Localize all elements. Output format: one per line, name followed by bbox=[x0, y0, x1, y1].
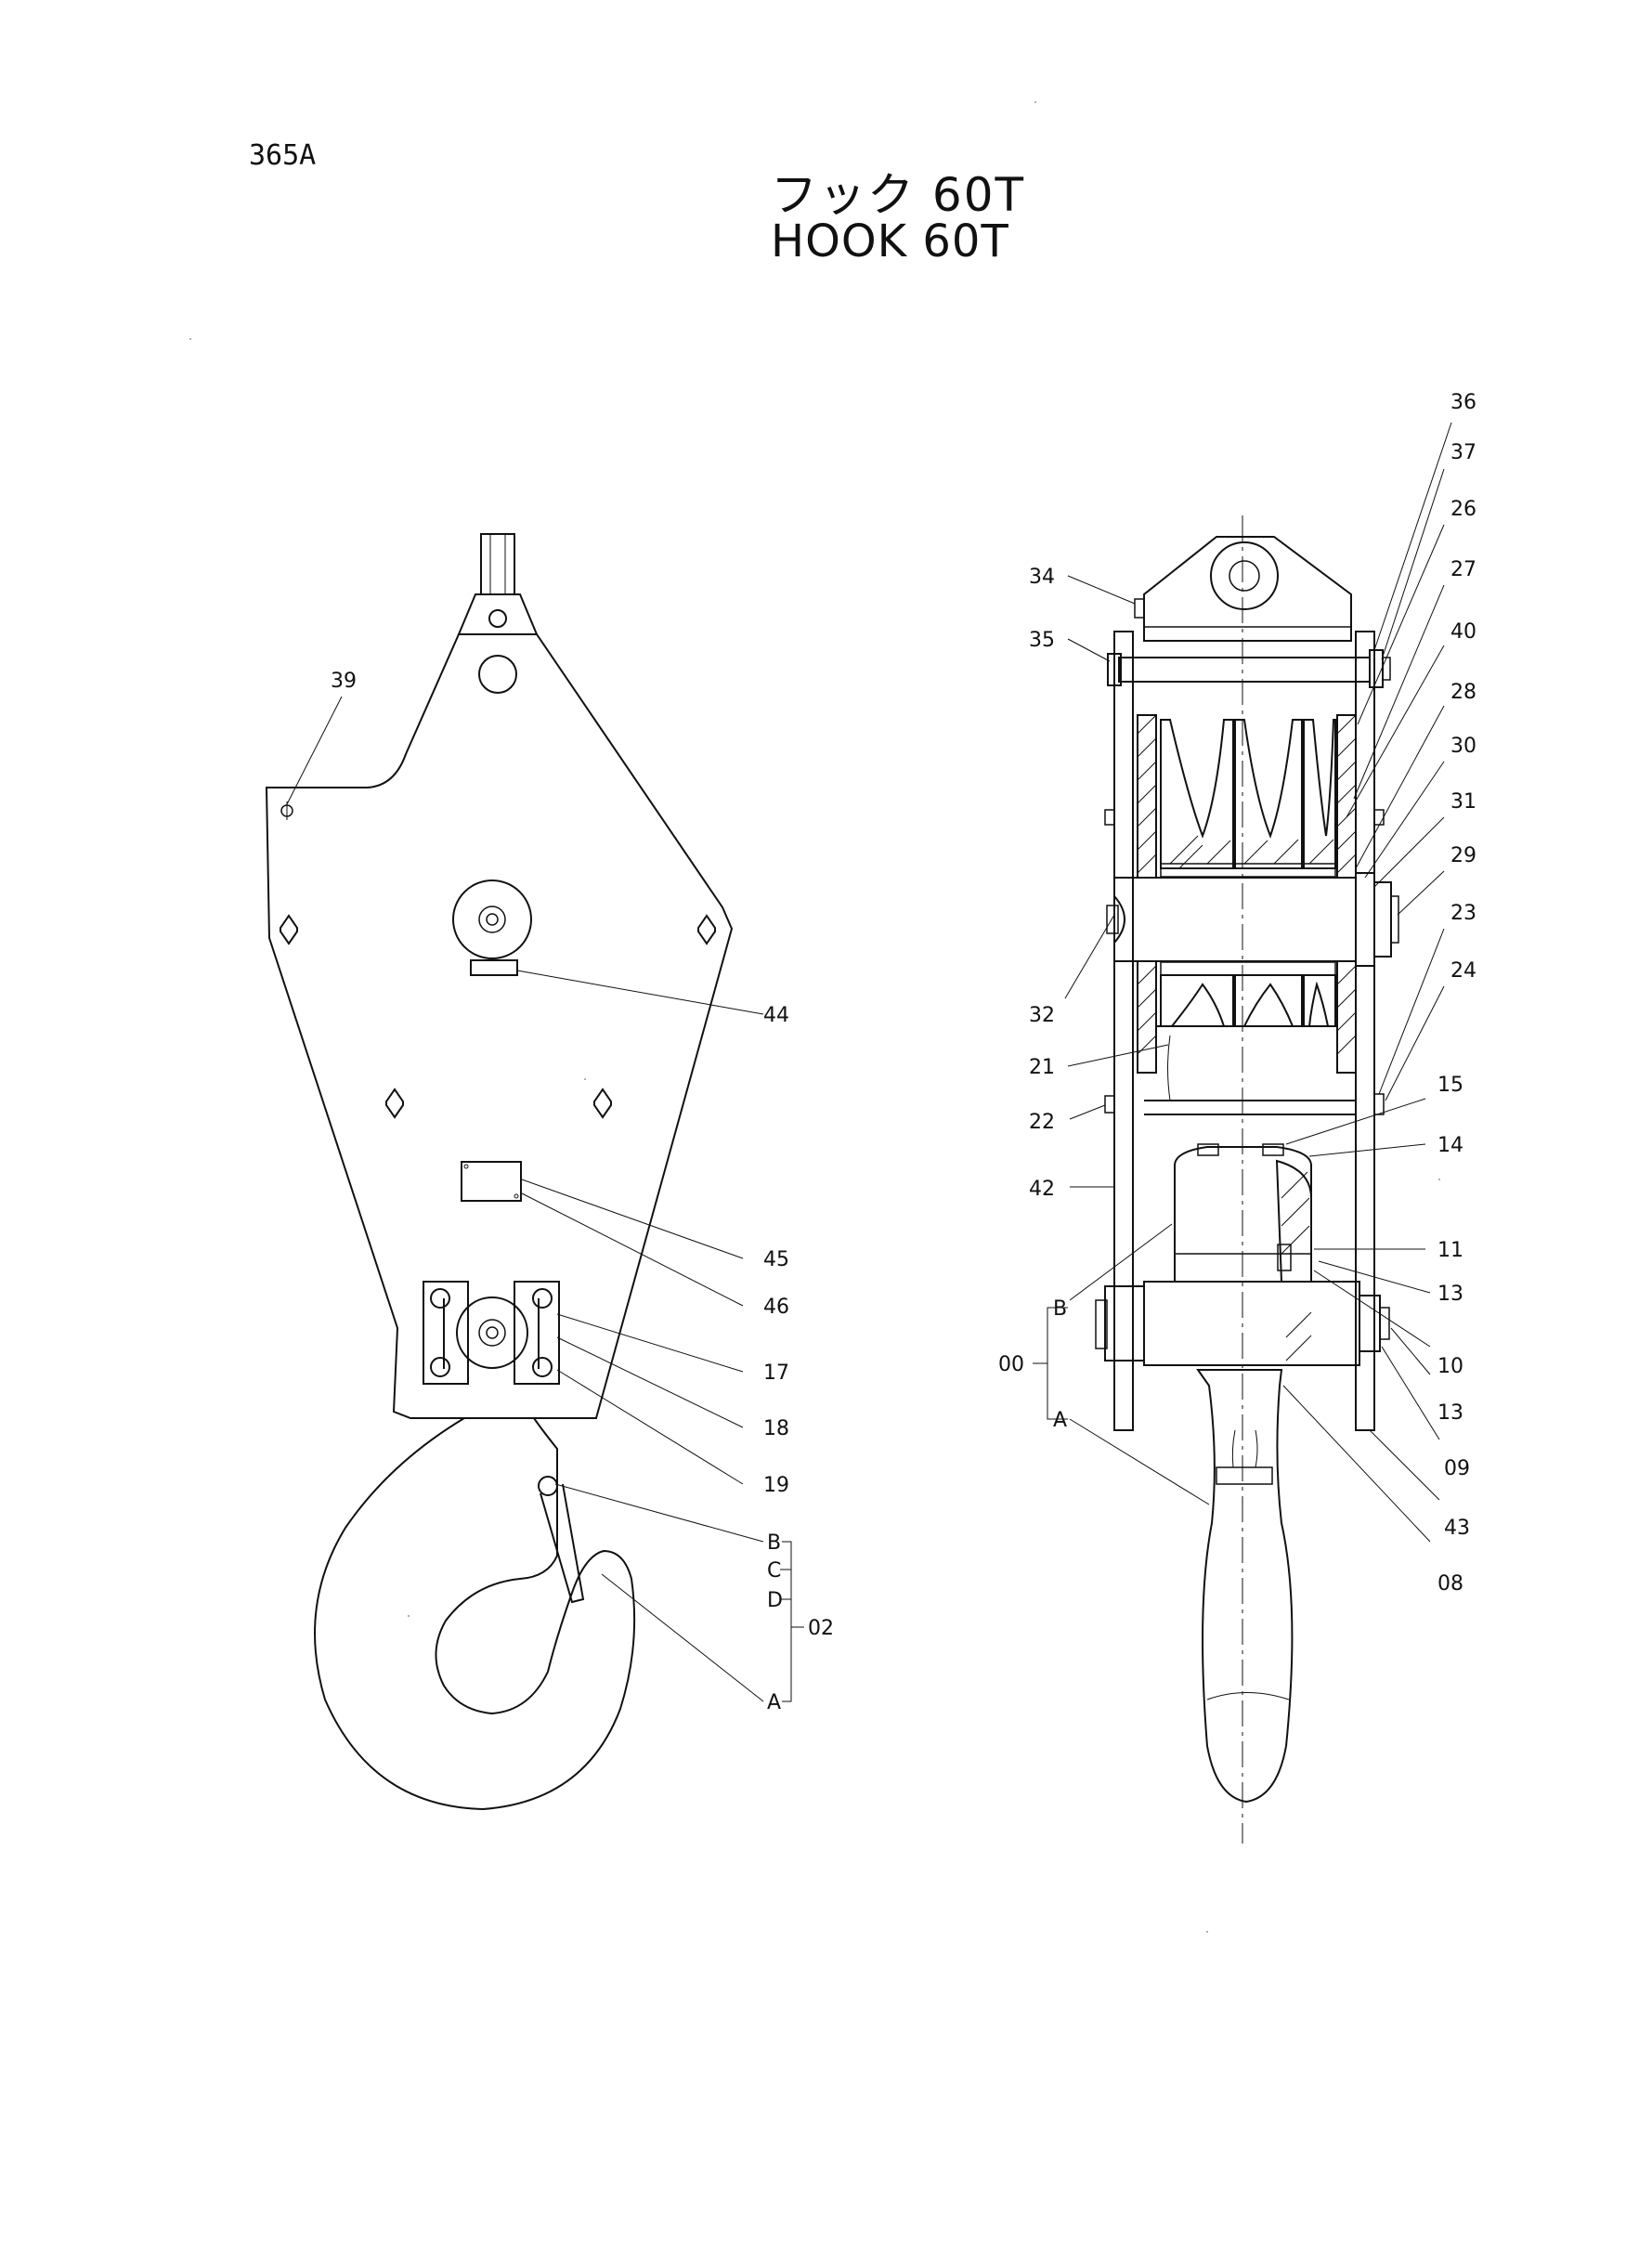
callout-37: 37 bbox=[1450, 441, 1476, 464]
hex-bolt-right bbox=[697, 914, 716, 945]
callout-18: 18 bbox=[763, 1417, 789, 1440]
callout-02: 02 bbox=[808, 1617, 834, 1640]
bearing-row-lower bbox=[1160, 961, 1336, 976]
callout-14: 14 bbox=[1437, 1134, 1463, 1157]
top-cross-pin bbox=[1107, 649, 1391, 688]
crosshead-trunnion bbox=[1095, 1244, 1390, 1366]
hex-bolt-left bbox=[280, 914, 298, 945]
bearing-row-upper bbox=[1160, 863, 1336, 878]
callout-19: 19 bbox=[763, 1474, 789, 1497]
callout-09: 09 bbox=[1444, 1457, 1470, 1480]
callout-31: 31 bbox=[1450, 790, 1476, 814]
hook-latch bbox=[538, 1476, 585, 1604]
callout-00-a: A bbox=[1053, 1409, 1067, 1432]
sheave-shaft-end bbox=[452, 879, 532, 976]
callout-36: 36 bbox=[1450, 391, 1476, 414]
callout-17: 17 bbox=[763, 1362, 789, 1385]
name-plate bbox=[461, 1161, 522, 1202]
callout-labels: 36 37 26 27 40 28 30 31 29 23 24 15 14 1… bbox=[331, 391, 1476, 1714]
plate-hole bbox=[478, 655, 517, 694]
side-bolt-left bbox=[1104, 1095, 1115, 1114]
callout-24: 24 bbox=[1450, 959, 1476, 983]
callout-26: 26 bbox=[1450, 498, 1476, 521]
inner-plate-left-upper bbox=[1137, 714, 1157, 879]
callout-00: 00 bbox=[998, 1353, 1024, 1376]
callout-32: 32 bbox=[1029, 1004, 1055, 1027]
title-english: HOOK 60T bbox=[771, 215, 1009, 267]
callout-40: 40 bbox=[1450, 620, 1476, 644]
inner-plate-right-upper bbox=[1336, 714, 1357, 879]
callout-28: 28 bbox=[1450, 681, 1476, 704]
title-japanese: フック 60T bbox=[771, 168, 1026, 222]
callout-21: 21 bbox=[1029, 1056, 1055, 1079]
callout-00-b: B bbox=[1053, 1297, 1067, 1321]
callout-45: 45 bbox=[763, 1248, 789, 1271]
callout-02-d: D bbox=[767, 1589, 783, 1612]
side-section-view bbox=[1034, 101, 1440, 1933]
callout-22: 22 bbox=[1029, 1111, 1055, 1134]
top-shank bbox=[457, 533, 539, 635]
callout-30: 30 bbox=[1450, 735, 1476, 758]
callout-42: 42 bbox=[1029, 1178, 1055, 1201]
callout-11: 11 bbox=[1437, 1239, 1463, 1262]
hex-bolt-mid-right bbox=[593, 1088, 612, 1119]
callout-35: 35 bbox=[1029, 629, 1055, 652]
callout-46: 46 bbox=[763, 1296, 789, 1319]
callout-34: 34 bbox=[1029, 566, 1055, 589]
left-side-plate bbox=[1113, 631, 1134, 1431]
lower-shaft-retainer bbox=[423, 1281, 560, 1385]
callout-13-lower: 13 bbox=[1437, 1401, 1463, 1425]
sheaves-lower bbox=[1160, 974, 1336, 1027]
leader-lines bbox=[286, 422, 1452, 1702]
inner-plate-right-lower bbox=[1336, 960, 1357, 1074]
callout-23: 23 bbox=[1450, 902, 1476, 925]
page-number: 365A bbox=[249, 139, 317, 172]
callout-13-upper: 13 bbox=[1437, 1283, 1463, 1306]
hex-bolt-mid-left bbox=[385, 1088, 404, 1119]
plate-hatching bbox=[1137, 714, 1357, 1055]
callout-08: 08 bbox=[1437, 1572, 1463, 1596]
callout-02-c: C bbox=[767, 1559, 781, 1583]
callout-29: 29 bbox=[1450, 844, 1476, 867]
callout-15: 15 bbox=[1437, 1074, 1463, 1097]
hook-body bbox=[314, 1417, 636, 1811]
inner-plate-left-lower bbox=[1137, 960, 1157, 1074]
callout-39: 39 bbox=[331, 670, 357, 693]
main-shaft bbox=[1106, 872, 1399, 967]
front-view bbox=[189, 338, 734, 1811]
top-yoke bbox=[1134, 536, 1352, 642]
callout-44: 44 bbox=[763, 1004, 789, 1027]
callout-10: 10 bbox=[1437, 1355, 1463, 1378]
lower-hook-shank bbox=[1196, 1369, 1294, 1804]
callout-27: 27 bbox=[1450, 558, 1476, 581]
side-bolt-right bbox=[1373, 1093, 1385, 1115]
callout-43: 43 bbox=[1444, 1517, 1470, 1540]
callout-02-a: A bbox=[767, 1691, 781, 1714]
swivel-housing bbox=[1174, 1143, 1312, 1283]
sheaves-upper bbox=[1160, 719, 1336, 869]
side-plate-outline bbox=[265, 633, 734, 1419]
callout-02-b: B bbox=[767, 1531, 781, 1555]
